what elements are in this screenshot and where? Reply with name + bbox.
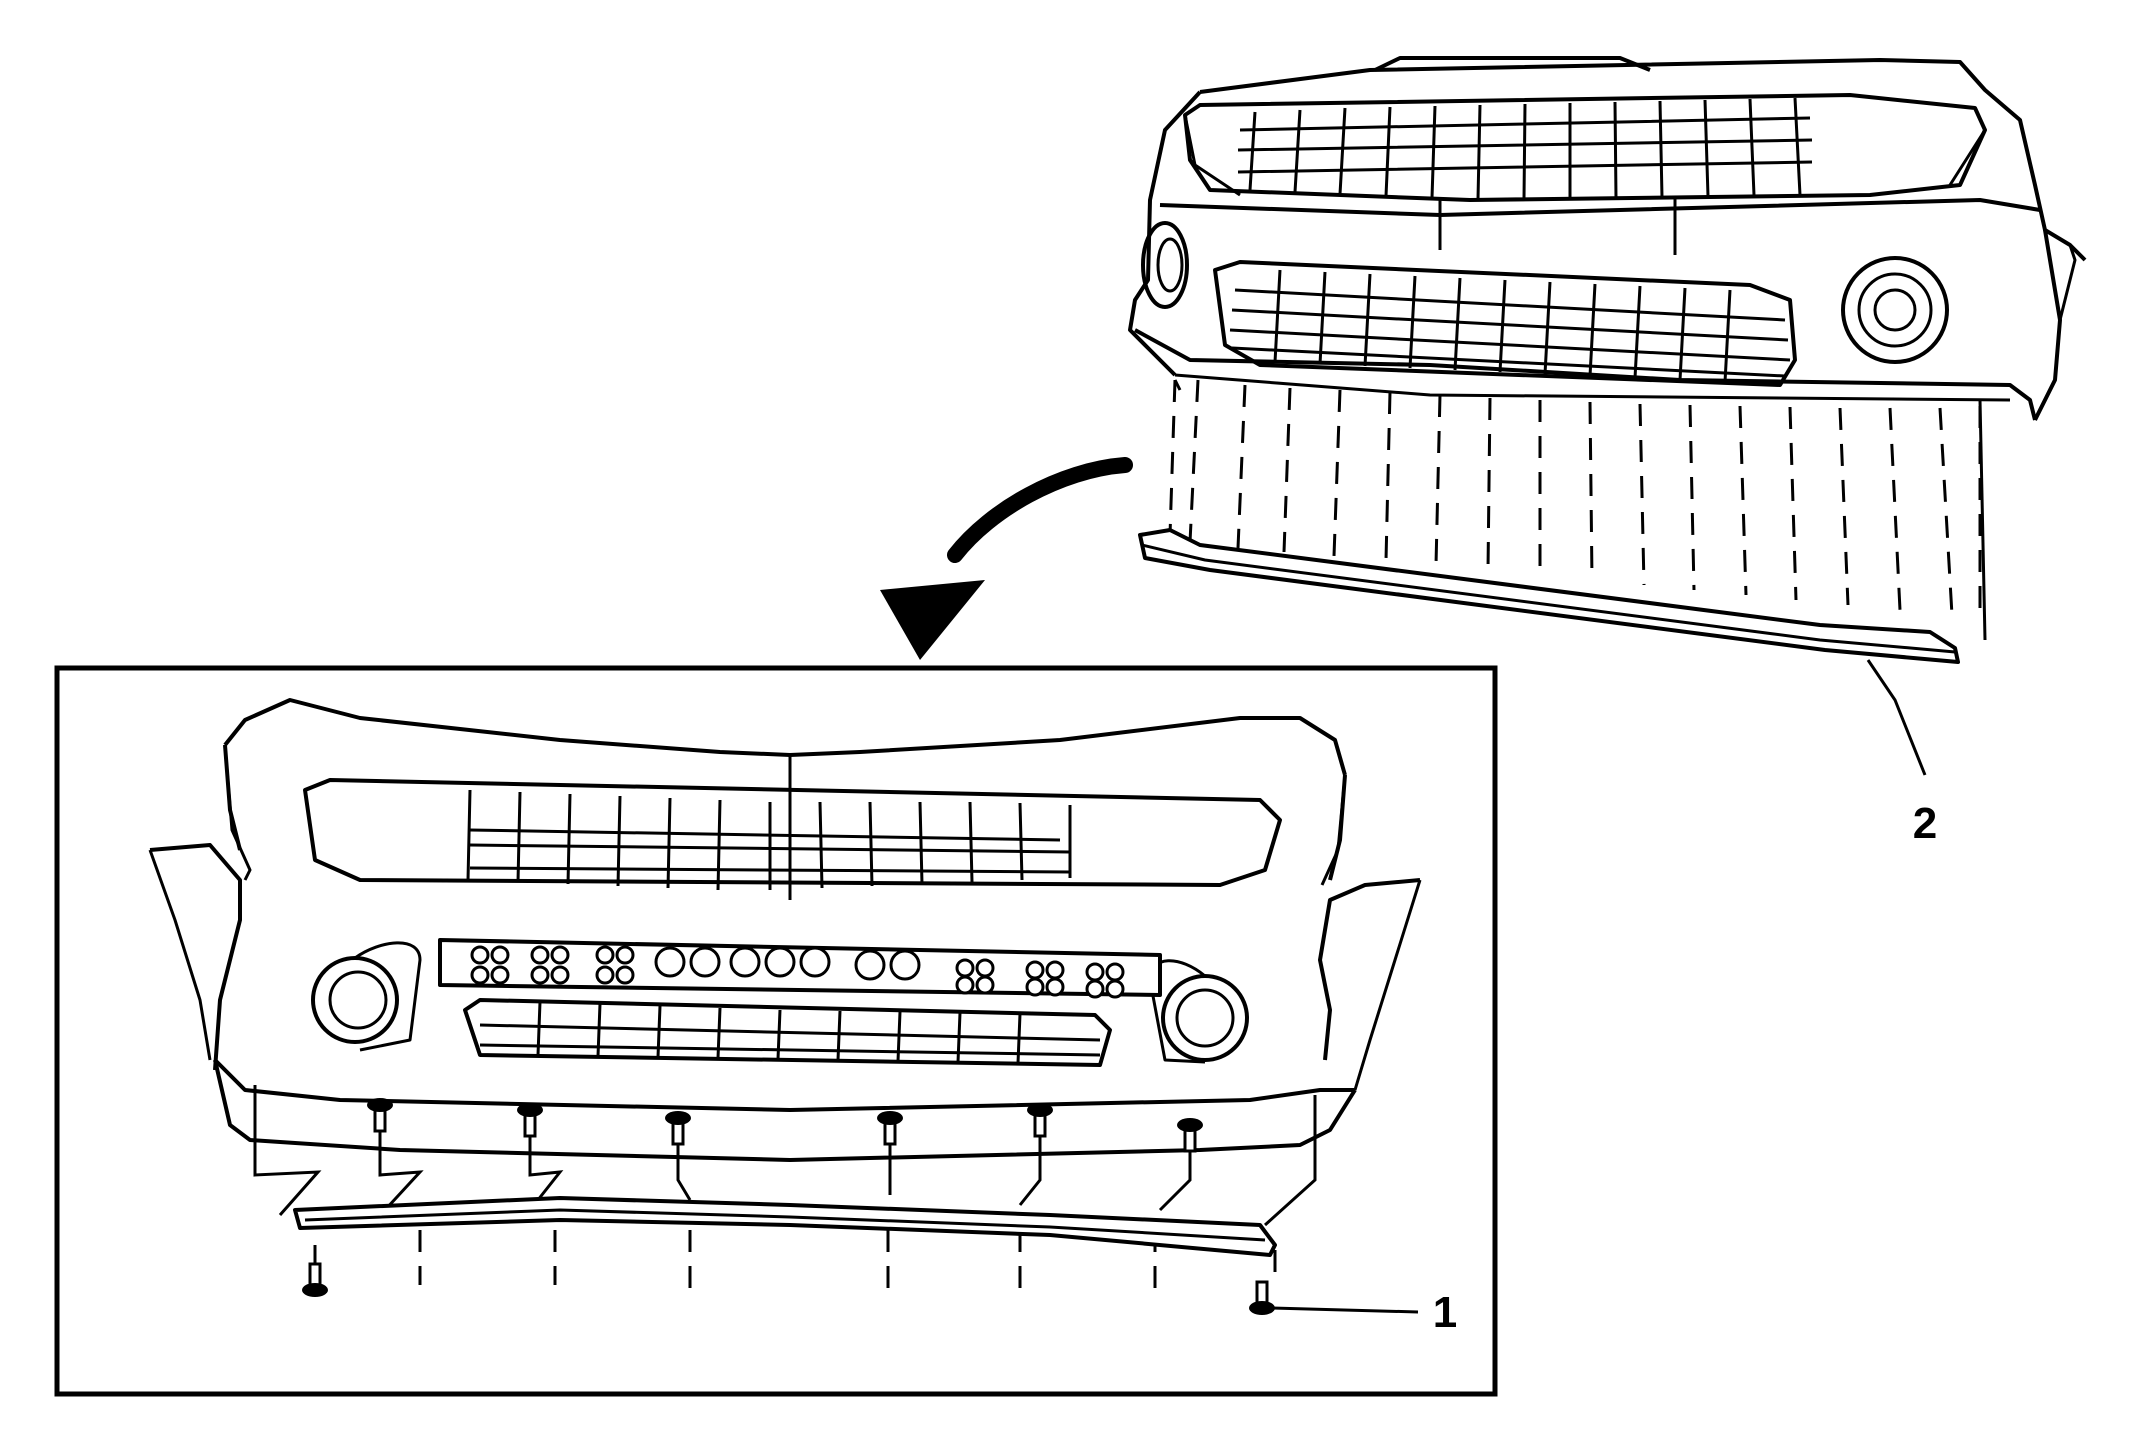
inset-air-deflector — [293, 1196, 1277, 1257]
deflector-guide-lines — [1168, 379, 1982, 620]
callout-2-label: 2 — [1913, 799, 1937, 848]
loose-fasteners — [300, 1262, 1277, 1317]
callout-2-leader — [1866, 659, 1927, 776]
inset-dashed-lines — [253, 1085, 1317, 1300]
fastener-right — [1247, 1280, 1277, 1317]
right-fog-lamp — [1841, 256, 1949, 364]
upper-grille-opening — [1183, 93, 1987, 202]
left-fog-lamp — [1141, 221, 1189, 309]
vehicle-front-view — [1128, 56, 2087, 421]
deflector-outline-right — [1978, 399, 1987, 641]
deflector-outline-top — [1173, 379, 1182, 391]
absorber-bolt-pattern — [470, 945, 1125, 999]
air-deflector-strip — [1138, 528, 1960, 664]
upper-grille-vanes — [1237, 97, 1813, 200]
curved-arrow — [880, 457, 1133, 660]
fastener-left — [300, 1262, 330, 1299]
rear-upper-grille — [303, 778, 1282, 887]
callout-1-leader — [1271, 1306, 1419, 1314]
lower-grille-opening — [1213, 260, 1797, 387]
bumper-fasteners — [365, 1096, 1205, 1153]
rear-lower-grille — [463, 998, 1112, 1067]
callout-1-label: 1 — [1433, 1288, 1457, 1337]
detail-inset-frame — [54, 665, 1498, 1397]
rear-left-fog-housing — [311, 941, 422, 1052]
lower-grille-mesh — [1229, 269, 1791, 383]
rear-right-fog-housing — [1148, 959, 1249, 1064]
bumper-rear-view — [148, 698, 1422, 1162]
